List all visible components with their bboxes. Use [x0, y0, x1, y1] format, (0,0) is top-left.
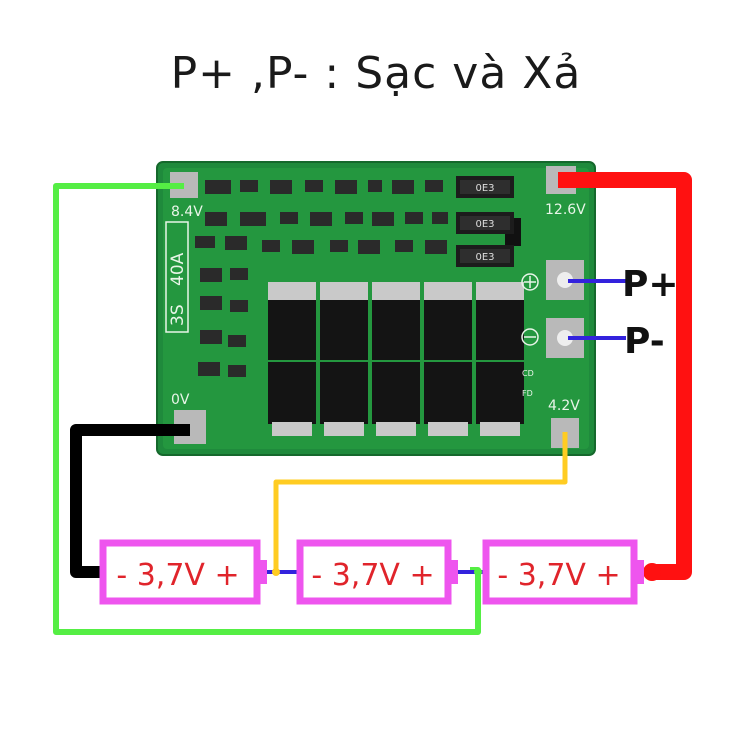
page-title: P+ ,P- : Sạc và Xả — [170, 48, 582, 99]
green-junction — [474, 568, 482, 576]
label-3s: 3S — [168, 304, 188, 326]
label-40a: 40A — [168, 252, 188, 286]
battery-cell-2: - 3,7V + — [296, 539, 458, 605]
resistor-code-3: 0E3 — [475, 252, 494, 263]
label-fd: FD — [522, 389, 533, 398]
label-12v6: 12.6V — [545, 202, 586, 218]
bms-board: 0E3 0E3 0E3 — [156, 161, 596, 456]
black-wire-0v — [70, 424, 190, 578]
yellow-junction — [272, 568, 280, 576]
shunt-resistors: 0E3 0E3 0E3 — [456, 176, 514, 267]
label-0v: 0V — [171, 392, 190, 408]
mosfet-row-bottom — [268, 362, 524, 436]
label-p-plus: P+ — [622, 264, 679, 305]
label-p-minus: P- — [624, 321, 665, 362]
spec-label: 3S 40A — [165, 221, 189, 333]
battery-cell-1: - 3,7V + — [99, 539, 267, 605]
minus-symbol-icon — [521, 328, 539, 346]
resistor-code-1: 0E3 — [475, 183, 494, 194]
red-wire-end — [643, 563, 661, 581]
yellow-wire-4v2 — [273, 432, 568, 572]
label-cd: CD — [522, 369, 534, 378]
plus-symbol-icon — [521, 273, 539, 291]
cell-1-label: - 3,7V + — [116, 558, 239, 593]
cell-3-label: - 3,7V + — [497, 558, 620, 593]
battery-cell-3: - 3,7V + — [482, 539, 644, 605]
resistor-code-2: 0E3 — [475, 219, 494, 230]
label-8v4: 8.4V — [171, 204, 203, 220]
red-wire-12v6 — [558, 172, 692, 580]
cell-2-label: - 3,7V + — [311, 558, 434, 593]
label-4v2: 4.2V — [548, 398, 580, 414]
mosfet-row-top — [268, 282, 524, 360]
smd-components — [195, 180, 521, 377]
